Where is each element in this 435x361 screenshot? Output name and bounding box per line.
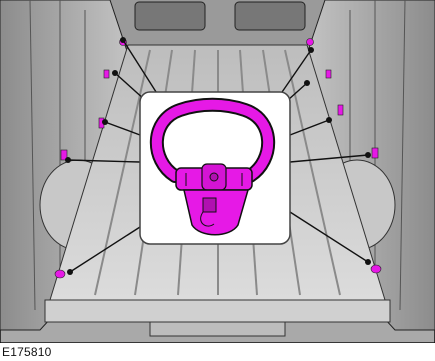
rear-step	[150, 322, 285, 336]
rear-sill	[45, 300, 390, 322]
van-cargo-area-illustration	[0, 0, 435, 343]
seat-back-left	[135, 2, 205, 30]
seat-back-right	[235, 2, 305, 30]
figure-id-label: E175810	[2, 345, 51, 359]
